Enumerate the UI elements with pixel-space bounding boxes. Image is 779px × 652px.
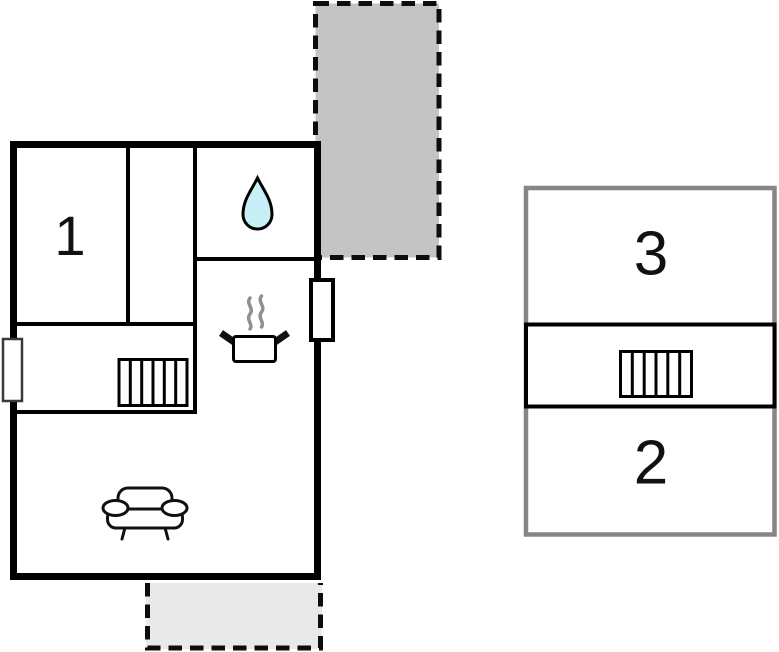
main-building [1, 141, 335, 580]
steam-line [258, 294, 265, 329]
window-left-icon [1, 337, 24, 403]
terrace-top-fill [315, 3, 439, 258]
terrace-top-border [313, 1, 442, 260]
terrace-top [313, 1, 442, 260]
stairs-main-icon [117, 358, 189, 407]
terrace-bottom-fill [146, 583, 322, 649]
cooking-pot-icon [219, 294, 290, 363]
terrace-bottom-border [145, 583, 323, 651]
room-1-label: 1 [54, 203, 86, 267]
stairs-annex-icon [619, 350, 693, 398]
room-3-label: 3 [633, 219, 669, 289]
water-drop-icon [241, 174, 274, 231]
room-2-label: 2 [633, 428, 669, 498]
terrace-bottom [145, 583, 323, 651]
annex-building [523, 185, 777, 537]
steam-line [246, 296, 254, 331]
sofa-icon [101, 486, 189, 541]
window-right-icon [309, 278, 335, 342]
